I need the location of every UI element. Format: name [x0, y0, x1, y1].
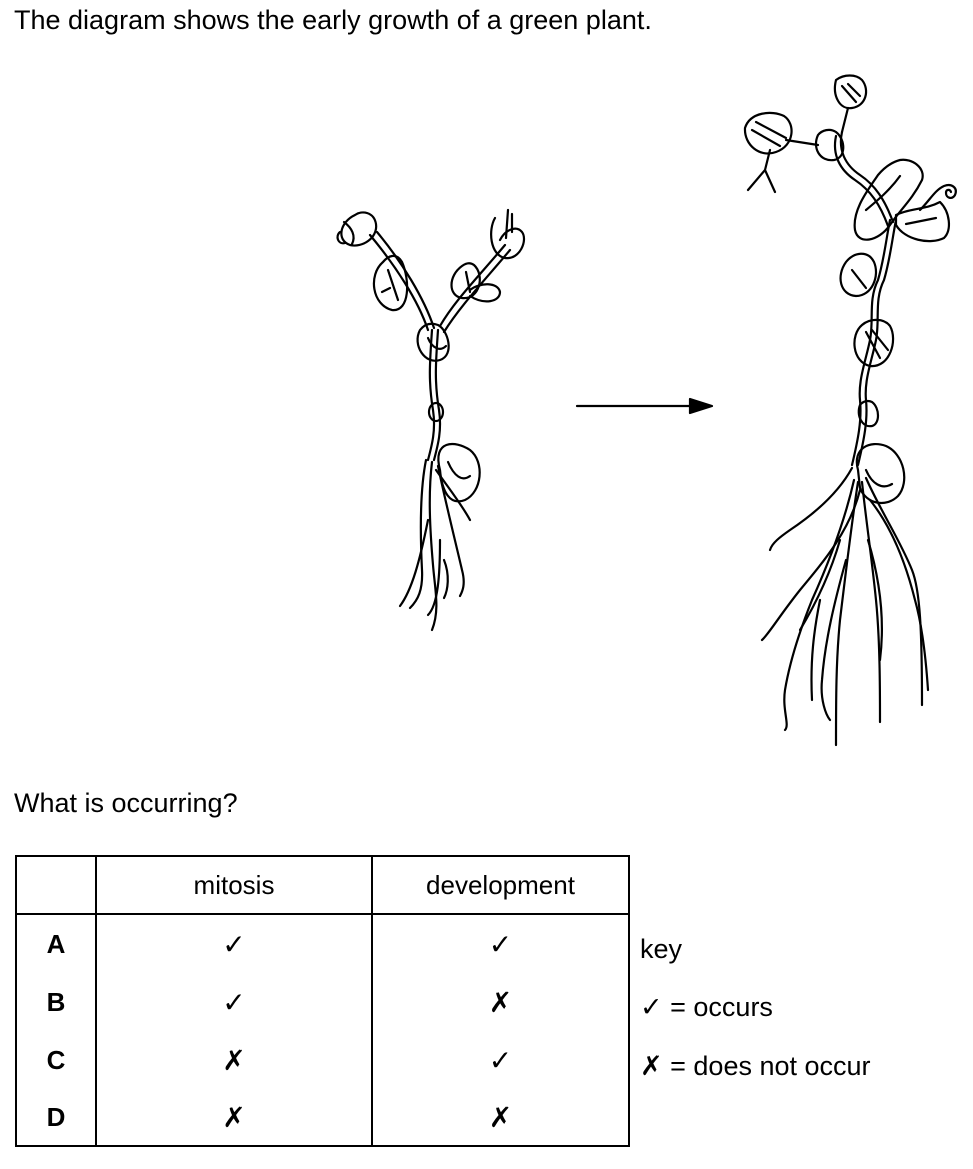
option-letter: D	[16, 1089, 97, 1146]
question-text: What is occurring?	[14, 788, 238, 818]
key-does-not-occur: ✗ = does not occur	[640, 1049, 871, 1084]
table-header-row: mitosis development	[16, 856, 629, 915]
key-occurs-text: = occurs	[670, 992, 773, 1022]
header-development: development	[372, 856, 629, 915]
mitosis-mark: ✗	[96, 1089, 373, 1146]
answer-options-table: mitosis development A ✓ ✓ B ✓ ✗ C ✗ ✓ D …	[15, 855, 630, 1147]
option-letter: A	[16, 914, 97, 973]
tick-icon: ✓	[640, 992, 663, 1023]
option-row-c[interactable]: C ✗ ✓	[16, 1031, 629, 1089]
mature-plant-illustration	[743, 74, 957, 747]
mitosis-mark: ✗	[96, 1031, 373, 1089]
mitosis-mark: ✓	[96, 914, 373, 973]
option-letter: B	[16, 973, 97, 1031]
cross-icon: ✗	[640, 1051, 663, 1082]
option-row-d[interactable]: D ✗ ✗	[16, 1089, 629, 1146]
development-mark: ✓	[488, 1043, 513, 1077]
mitosis-mark: ✓	[96, 973, 373, 1031]
intro-text: The diagram shows the early growth of a …	[14, 5, 652, 35]
young-seedling-illustration	[336, 208, 526, 632]
key-title: key	[640, 934, 683, 964]
development-mark: ✗	[488, 985, 513, 1019]
option-row-b[interactable]: B ✓ ✗	[16, 973, 629, 1031]
header-blank	[16, 856, 97, 915]
development-mark: ✓	[488, 927, 513, 961]
key-occurs: ✓ = occurs	[640, 990, 773, 1025]
key-not-occur-text: = does not occur	[670, 1051, 871, 1081]
growth-arrow-icon	[575, 397, 714, 415]
plant-growth-diagram	[336, 74, 957, 747]
option-row-a[interactable]: A ✓ ✓	[16, 914, 629, 973]
development-mark: ✗	[488, 1100, 513, 1134]
option-letter: C	[16, 1031, 97, 1089]
header-mitosis: mitosis	[96, 856, 373, 915]
